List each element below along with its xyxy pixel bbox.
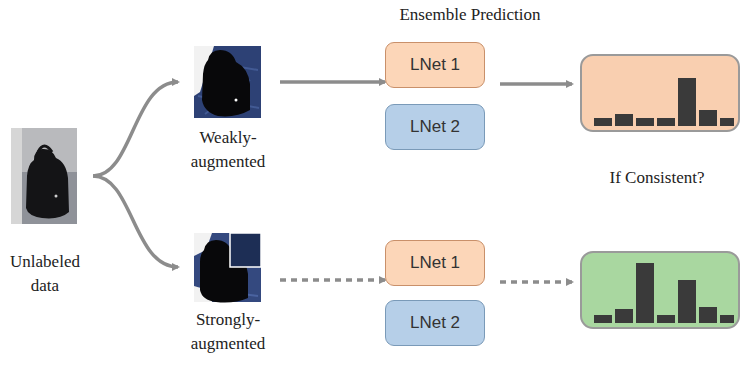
prediction-box bbox=[581, 252, 739, 328]
network-box: LNet 2 bbox=[385, 300, 485, 346]
backpack-handle bbox=[38, 146, 52, 152]
bar bbox=[594, 118, 612, 126]
backpack-body bbox=[26, 149, 69, 218]
image-caption: Strongly- augmented bbox=[178, 308, 278, 356]
photo-ground bbox=[11, 128, 77, 224]
consistency-note: If Consistent? bbox=[607, 166, 707, 190]
backpack-body bbox=[202, 50, 250, 116]
bar bbox=[615, 114, 633, 126]
weak-image bbox=[194, 46, 261, 118]
backpack-zip bbox=[55, 195, 58, 198]
section-heading: Ensemble Prediction bbox=[370, 3, 570, 27]
image-node: Unlabeled data bbox=[0, 128, 90, 298]
bar bbox=[636, 118, 654, 126]
bar bbox=[720, 315, 734, 323]
box-label: LNet 2 bbox=[410, 312, 460, 334]
image-caption: Unlabeled data bbox=[0, 250, 90, 298]
flow-arrow bbox=[93, 82, 178, 176]
top-prediction bbox=[581, 55, 739, 131]
photo-wall-edge bbox=[11, 128, 22, 224]
flow-arrow bbox=[280, 278, 385, 282]
bar bbox=[636, 263, 654, 323]
bar bbox=[615, 309, 633, 323]
flow-arrow bbox=[280, 80, 385, 84]
output-arrow bbox=[500, 82, 572, 86]
prediction-box bbox=[581, 55, 739, 131]
bar bbox=[657, 315, 675, 323]
box-label: LNet 1 bbox=[410, 252, 460, 274]
image-node: Weakly- augmented bbox=[178, 46, 278, 174]
bar bbox=[594, 315, 612, 323]
output-arrow bbox=[500, 280, 572, 284]
bar bbox=[699, 110, 717, 126]
backpack-zip bbox=[235, 99, 238, 102]
network-box: LNet 1 bbox=[385, 240, 485, 286]
bar bbox=[699, 307, 717, 323]
bar bbox=[720, 118, 734, 126]
strong-image bbox=[194, 233, 261, 303]
bar bbox=[657, 118, 675, 126]
bar bbox=[678, 78, 696, 126]
image-caption: Weakly- augmented bbox=[178, 126, 278, 174]
bottom-prediction bbox=[581, 252, 739, 328]
image-ground bbox=[194, 233, 261, 302]
network-box: LNet 1 bbox=[385, 42, 485, 88]
box-label: LNet 2 bbox=[410, 116, 460, 138]
box-label: LNet 1 bbox=[410, 54, 460, 76]
network-box: LNet 2 bbox=[385, 104, 485, 150]
cutout-square bbox=[230, 233, 261, 267]
image-node: Strongly- augmented bbox=[178, 232, 278, 356]
bar bbox=[678, 280, 696, 323]
image-ground bbox=[194, 46, 261, 118]
backpack-photo bbox=[11, 128, 77, 224]
flow-arrow bbox=[93, 176, 178, 267]
